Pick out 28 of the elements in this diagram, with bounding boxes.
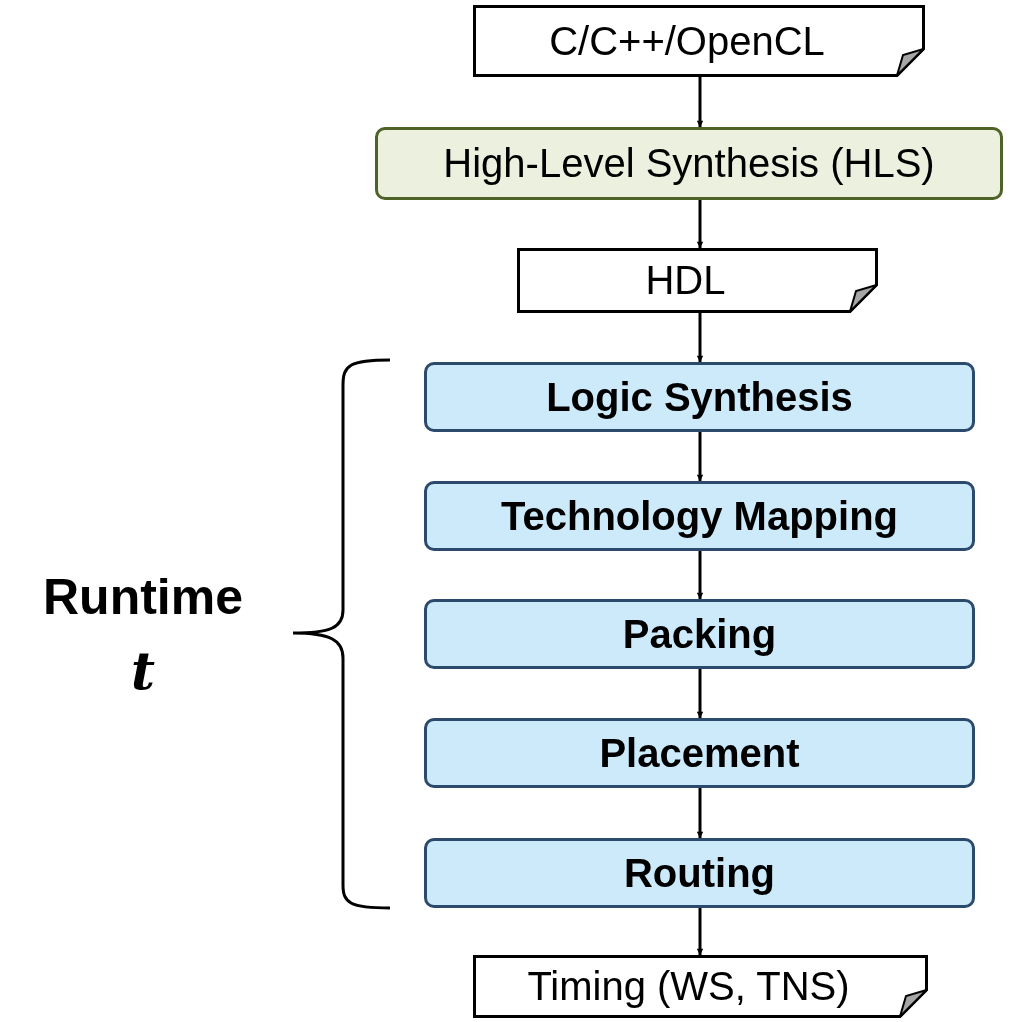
variable-symbol: t (130, 640, 156, 701)
process-box (424, 362, 975, 432)
process-box (424, 838, 975, 908)
arrow (696, 551, 704, 600)
node-label: Routing (623, 850, 776, 896)
node-label: C/C++/OpenCL (549, 18, 825, 64)
process-box (424, 599, 975, 669)
highlighted-process-box (375, 127, 1003, 200)
process-box (424, 481, 975, 551)
node-label: Placement (599, 730, 800, 776)
arrow (696, 908, 704, 956)
node-label: Timing (WS, TNS) (527, 964, 850, 1009)
document-shape (473, 5, 925, 77)
arrow (696, 313, 704, 363)
document-shape (473, 955, 928, 1018)
node-label: Technology Mapping (501, 493, 898, 539)
node-label: HDL (645, 258, 726, 303)
node-label: Packing (622, 611, 777, 657)
process-box (424, 718, 975, 788)
brace-label: Runtime (42, 568, 244, 626)
node-label: High-Level Synthesis (HLS) (443, 141, 935, 186)
arrow (696, 669, 704, 719)
arrow (696, 432, 704, 482)
arrow (696, 77, 704, 128)
arrow (696, 200, 704, 249)
node-label: Logic Synthesis (546, 374, 853, 420)
arrow (696, 788, 704, 839)
document-shape (517, 248, 878, 313)
